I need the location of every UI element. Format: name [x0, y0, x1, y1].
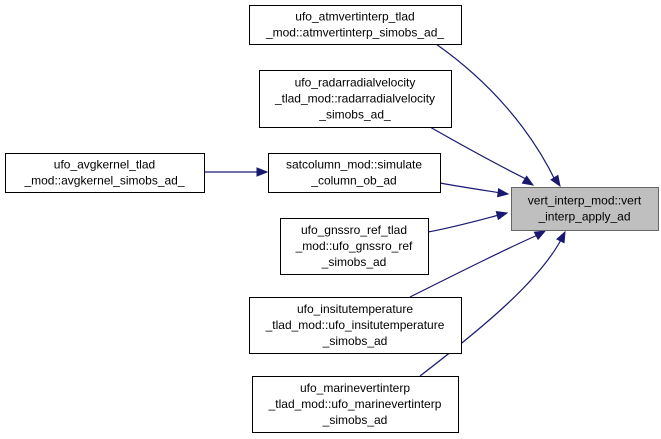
node-box[interactable] — [252, 376, 459, 433]
node-label-line: _simobs_ad_ — [318, 108, 391, 122]
node-radarradialvelocity[interactable]: ufo_radarradialvelocity_tlad_mod::radarr… — [259, 70, 452, 128]
node-box[interactable] — [511, 187, 659, 231]
node-target[interactable]: vert_interp_mod::vert_interp_apply_ad — [511, 187, 659, 231]
node-label-line: _mod::ufo_gnssro_ref — [295, 239, 413, 253]
edge-atmvertinterp-to-target — [435, 43, 561, 188]
edge-line — [429, 126, 529, 181]
node-label-line: _tlad_mod::ufo_marinevertinterp — [268, 397, 442, 411]
node-satcolumn[interactable]: satcolumn_mod::simulate_column_ob_ad — [268, 153, 441, 193]
node-label-line: _column_ob_ad — [310, 174, 396, 188]
nodes-layer: vert_interp_mod::vert_interp_apply_adufo… — [5, 5, 659, 433]
edge-satcolumn-to-target — [439, 182, 510, 198]
node-label-line: _mod::atmvertinterp_simobs_ad_ — [265, 26, 444, 40]
node-marinevertinterp[interactable]: ufo_marinevertinterp_tlad_mod::ufo_marin… — [252, 376, 459, 433]
edge-line — [439, 182, 502, 194]
node-label-line: ufo_gnssro_ref_tlad — [301, 223, 407, 237]
node-label-line: ufo_radarradialvelocity — [295, 76, 416, 90]
node-box[interactable] — [249, 5, 462, 45]
node-label-line: vert_interp_mod::vert — [528, 194, 642, 208]
node-label-line: _interp_apply_ad — [537, 210, 630, 224]
arrowhead-icon — [556, 230, 566, 244]
node-label-line: _simobs_ad — [321, 255, 387, 269]
arrowhead-icon — [256, 167, 269, 177]
arrowhead-icon — [495, 211, 509, 221]
node-box[interactable] — [249, 297, 462, 354]
edge-line — [419, 237, 563, 377]
edge-avgkernel-to-satcolumn — [203, 167, 269, 177]
edge-marinevertinterp-to-target — [419, 230, 566, 377]
node-label-line: _simobs_ad — [322, 334, 388, 348]
node-avgkernel[interactable]: ufo_avgkernel_tlad_mod::avgkernel_simobs… — [5, 153, 205, 193]
node-label-line: ufo_atmvertinterp_tlad — [295, 10, 414, 24]
node-gnssro[interactable]: ufo_gnssro_ref_tlad_mod::ufo_gnssro_ref_… — [280, 218, 429, 275]
node-box[interactable] — [280, 218, 429, 275]
node-insitutemperature[interactable]: ufo_insitutemperature_tlad_mod::ufo_insi… — [249, 297, 462, 354]
node-label-line: _mod::avgkernel_simobs_ad_ — [23, 174, 184, 188]
node-label-line: ufo_avgkernel_tlad — [54, 158, 155, 172]
arrowhead-icon — [521, 175, 535, 186]
arrowhead-icon — [533, 230, 547, 241]
node-label-line: satcolumn_mod::simulate — [286, 158, 422, 172]
edge-insitutemperature-to-target — [409, 230, 547, 298]
edge-line — [435, 43, 557, 183]
edge-radarradialvelocity-to-target — [429, 126, 535, 186]
node-label-line: ufo_marinevertinterp — [300, 381, 410, 395]
edge-line — [427, 214, 500, 233]
node-label-line: ufo_insitutemperature — [297, 302, 413, 316]
edge-line — [409, 233, 541, 298]
node-box[interactable] — [268, 153, 441, 193]
node-label-line: _simobs_ad — [322, 413, 388, 427]
node-label-line: _tlad_mod::radarradialvelocity — [274, 92, 435, 106]
node-label-line: _tlad_mod::ufo_insitutemperature — [265, 318, 445, 332]
edges-layer — [203, 43, 566, 377]
node-atmvertinterp[interactable]: ufo_atmvertinterp_tlad_mod::atmvertinter… — [249, 5, 462, 45]
node-box[interactable] — [259, 70, 452, 128]
arrowhead-icon — [550, 174, 561, 188]
edge-gnssro-to-target — [427, 211, 509, 233]
node-box[interactable] — [5, 153, 205, 193]
arrowhead-icon — [497, 188, 510, 198]
